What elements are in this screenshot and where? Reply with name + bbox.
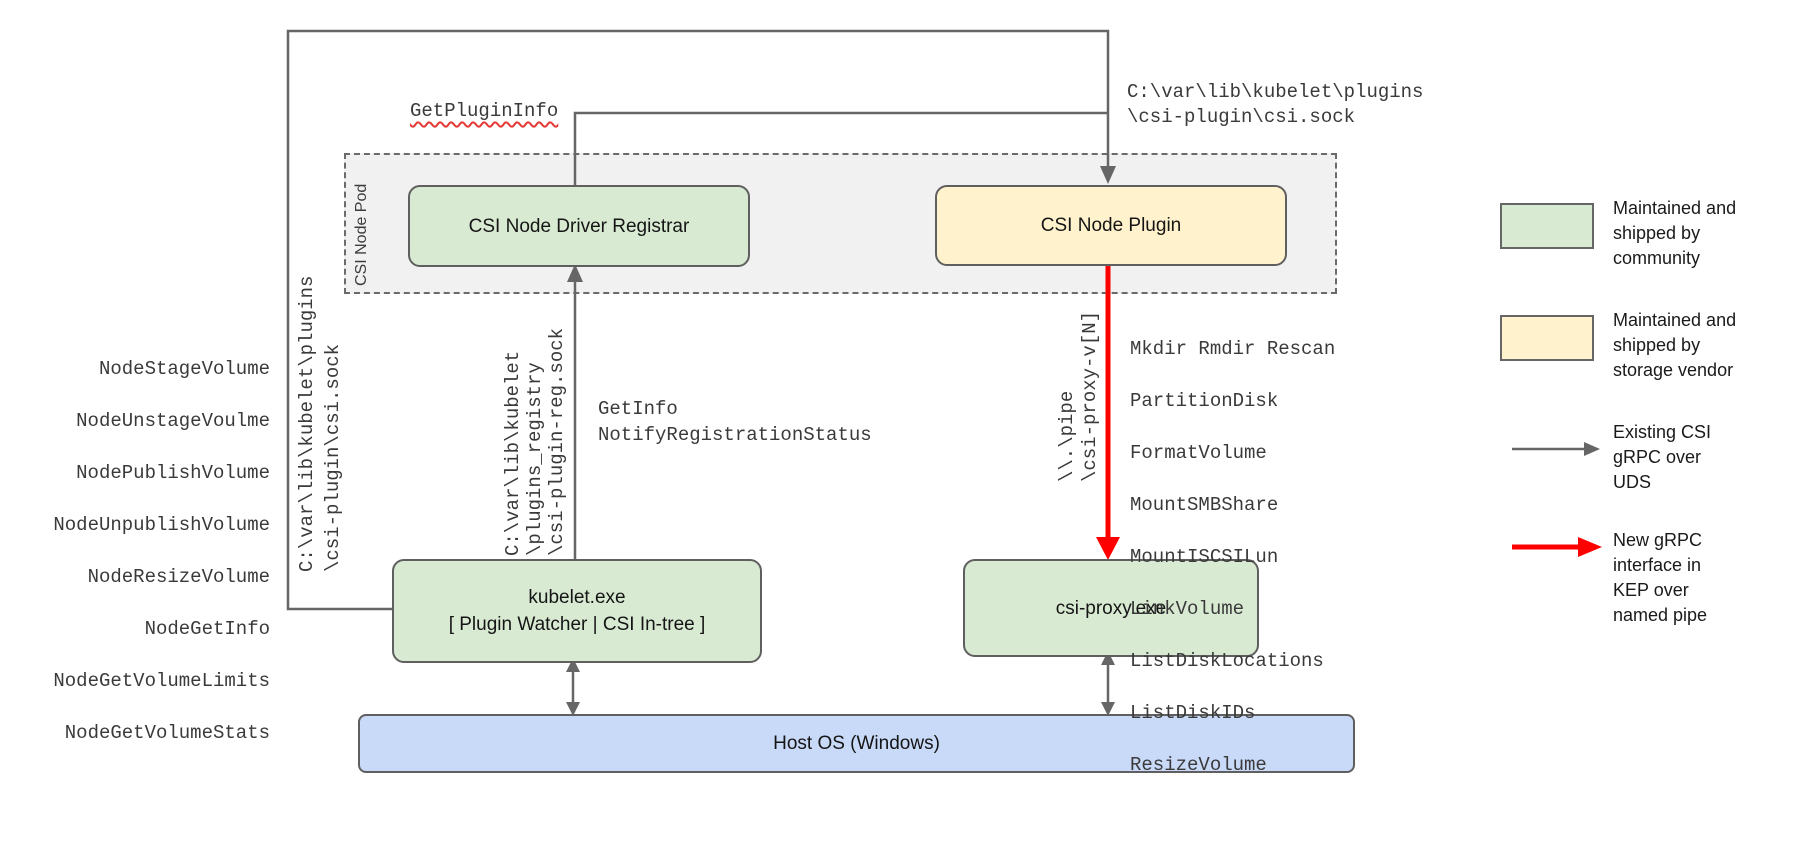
legend-gray-arrowhead [1584, 442, 1600, 456]
legend-community-label: Maintained and shipped by community [1613, 198, 1737, 268]
kubelet-csi-call-list: NodeStageVolume NodeUnstageVoulme NodePu… [30, 330, 270, 772]
arrowhead-into-csiproxy [1096, 537, 1120, 560]
arrowhead-kubelet-down [566, 702, 580, 716]
csi-call: NodePublishVolume [76, 462, 270, 484]
legend-red-arrowhead [1578, 537, 1602, 557]
proxy-call: Mkdir Rmdir Rescan [1130, 338, 1336, 360]
node-csi-node-driver-registrar: CSI Node Driver Registrar [408, 185, 750, 267]
csi-sock-path-vertical-label: C:\var\lib\kubelet\plugins \csi-plugin\c… [296, 275, 344, 572]
kubelet-subtitle: [ Plugin Watcher | CSI In-tree ] [448, 614, 706, 635]
registration-sock-path-label: C:\var\lib\kubelet \plugins_registry \cs… [502, 327, 568, 556]
legend-vendor-label: Maintained and shipped by storage vendor [1613, 310, 1737, 380]
legend-new-grpc-label: New gRPC interface in KEP over named pip… [1613, 530, 1708, 625]
connector-getplugininfo [573, 111, 1107, 186]
arrowhead-into-plugin [1100, 166, 1116, 184]
csi-call: NodeGetVolumeStats [64, 722, 270, 744]
named-pipe-path-label: \\.\pipe \csi-proxy-v[N] [1056, 310, 1101, 482]
proxy-call: MountSMBShare [1130, 494, 1279, 516]
arrowhead-into-registrar [567, 264, 583, 282]
csi-proxy-label: csi-proxy.exe [1055, 597, 1167, 619]
legend-community-swatch [1500, 203, 1594, 249]
csi-call: NodeGetInfo [144, 618, 270, 640]
proxy-call: LinkVolume [1130, 598, 1245, 620]
proxy-call: ListDiskLocations [1130, 650, 1324, 672]
csi-call: NodeUnstageVoulme [76, 410, 270, 432]
get-plugin-info-label: GetPluginInfo [410, 100, 559, 122]
host-os-label: Host OS (Windows) [773, 733, 940, 754]
node-host-os: Host OS (Windows) [358, 714, 1355, 773]
proxy-call: MountISCSILun [1130, 546, 1279, 568]
registrar-label: CSI Node Driver Registrar [468, 215, 690, 237]
legend-vendor-swatch [1500, 315, 1594, 361]
csi-sock-path-label: C:\var\lib\kubelet\plugins \csi-plugin\c… [1127, 81, 1424, 128]
registration-calls-label: GetInfo NotifyRegistrationStatus [598, 398, 872, 446]
proxy-call: FormatVolume [1130, 442, 1267, 464]
csi-call: NodeResizeVolume [87, 566, 270, 588]
legend-existing-grpc-label: Existing CSI gRPC over UDS [1613, 422, 1712, 492]
csi-call: NodeGetVolumeLimits [53, 670, 270, 692]
node-csi-proxy: csi-proxy.exe [963, 559, 1259, 657]
arrowhead-csiproxy-down [1101, 702, 1115, 716]
csi-node-pod-label: CSI Node Pod [353, 183, 370, 286]
proxy-call: PartitionDisk [1130, 390, 1279, 412]
proxy-call: ResizeVolume [1130, 754, 1267, 776]
arrowhead-csiproxy-up [1101, 651, 1115, 665]
arrowhead-kubelet-up [566, 658, 580, 672]
kubelet-title: kubelet.exe [528, 587, 626, 608]
csi-call: NodeStageVolume [98, 358, 270, 380]
connector-kubelet-to-plugin [286, 29, 1110, 611]
proxy-call: ListDiskIDs [1130, 702, 1256, 724]
node-csi-node-plugin: CSI Node Plugin [935, 185, 1287, 266]
plugin-label: CSI Node Plugin [1040, 215, 1182, 236]
csi-call: NodeUnpublishVolume [53, 514, 270, 536]
node-kubelet: kubelet.exe [ Plugin Watcher | CSI In-tr… [392, 559, 762, 663]
csi-proxy-call-list: Mkdir Rmdir Rescan PartitionDisk FormatV… [1130, 310, 1335, 804]
